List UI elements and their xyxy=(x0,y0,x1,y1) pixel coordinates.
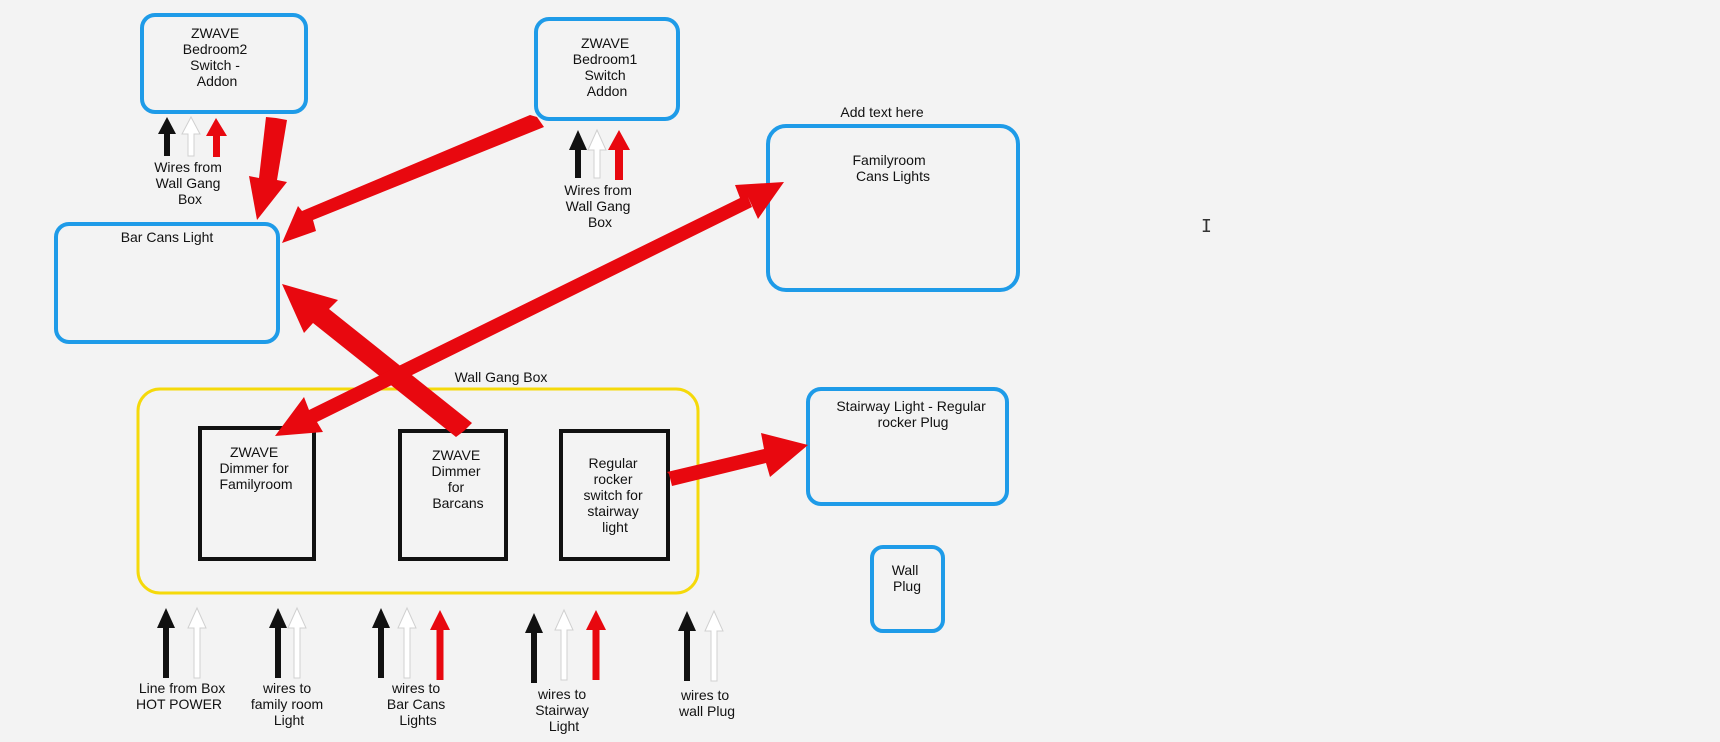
black-wire-arrow xyxy=(158,117,176,156)
red-wire-arrow xyxy=(430,610,450,680)
wall-plug-box[interactable] xyxy=(870,545,945,633)
white-wire-arrow xyxy=(397,607,417,679)
white-wire-arrow xyxy=(181,115,201,157)
wires-bedroom2-caption: Wires from Wall Gang Box xyxy=(154,159,226,207)
white-wire-arrow xyxy=(187,607,207,679)
rocker-stairway-label: Regular rocker switch for stairway light xyxy=(583,455,646,535)
bedroom1-switch-label: ZWAVE Bedroom1 Switch Addon xyxy=(573,35,641,99)
bedroom2-switch-label: ZWAVE Bedroom2 Switch - Addon xyxy=(183,25,251,89)
red-wire-arrow xyxy=(608,130,630,180)
wall-plug-label: Wall Plug xyxy=(892,562,923,594)
text-cursor-icon: I xyxy=(1201,216,1212,237)
line-from-box-caption: Line from Box HOT POWER xyxy=(136,680,229,712)
arrow-rocker-to-stairway xyxy=(667,433,808,486)
wires-family-room-caption: wires to family room Light xyxy=(251,680,327,728)
stairway-light-label: Stairway Light - Regular rocker Plug xyxy=(836,398,989,430)
add-text-caption: Add text here xyxy=(840,104,923,120)
bedroom1-switch-box[interactable] xyxy=(534,17,680,121)
black-wire-arrow xyxy=(157,608,175,678)
arrow-bedroom1-to-barcans xyxy=(282,115,544,243)
white-wire-arrow xyxy=(554,609,574,681)
wall-gang-box-caption: Wall Gang Box xyxy=(455,369,548,385)
wires-stairway-caption: wires to Stairway Light xyxy=(535,686,593,734)
wires-bar-cans xyxy=(372,607,450,680)
black-wire-arrow xyxy=(372,608,390,678)
wires-bedroom1 xyxy=(569,128,630,180)
dimmer-barcans-label: ZWAVE Dimmer for Barcans xyxy=(432,447,485,511)
connection-arrows xyxy=(249,115,808,486)
black-wire-arrow xyxy=(269,608,287,678)
arrow-bedroom2-to-barcans xyxy=(249,117,287,220)
black-wire-arrow xyxy=(569,130,587,178)
familyroom-cans-box[interactable] xyxy=(766,124,1020,292)
black-wire-arrow xyxy=(678,611,696,681)
wires-line-from-box xyxy=(157,607,207,679)
rocker-stairway-box[interactable] xyxy=(559,429,670,561)
wires-wall-plug xyxy=(678,610,724,682)
red-wire-arrow xyxy=(586,610,606,680)
bar-cans-light-label: Bar Cans Light xyxy=(121,229,214,245)
dimmer-familyroom-label: ZWAVE Dimmer for Familyroom xyxy=(219,444,292,492)
wires-bedroom1-caption: Wires from Wall Gang Box xyxy=(564,182,636,230)
dimmer-familyroom-box[interactable] xyxy=(198,426,316,561)
bar-cans-light-box[interactable] xyxy=(54,222,280,344)
wires-stairway xyxy=(525,609,606,683)
white-wire-arrow xyxy=(587,128,607,179)
white-wire-arrow xyxy=(287,607,307,679)
red-wire-arrow xyxy=(206,118,227,157)
wires-family-room xyxy=(269,607,307,679)
stairway-light-box[interactable] xyxy=(806,387,1009,506)
wires-bar-cans-caption: wires to Bar Cans Lights xyxy=(387,680,449,728)
wires-wall-plug-caption: wires to wall Plug xyxy=(678,687,735,719)
white-wire-arrow xyxy=(704,610,724,682)
arrow-dimmer-to-familyroom xyxy=(275,182,784,436)
wires-bedroom2 xyxy=(158,115,227,157)
bedroom2-switch-box[interactable] xyxy=(140,13,308,114)
arrow-dimmer-to-barcans xyxy=(282,284,472,437)
black-wire-arrow xyxy=(525,613,543,683)
familyroom-cans-label: Familyroom Cans Lights xyxy=(852,152,929,184)
